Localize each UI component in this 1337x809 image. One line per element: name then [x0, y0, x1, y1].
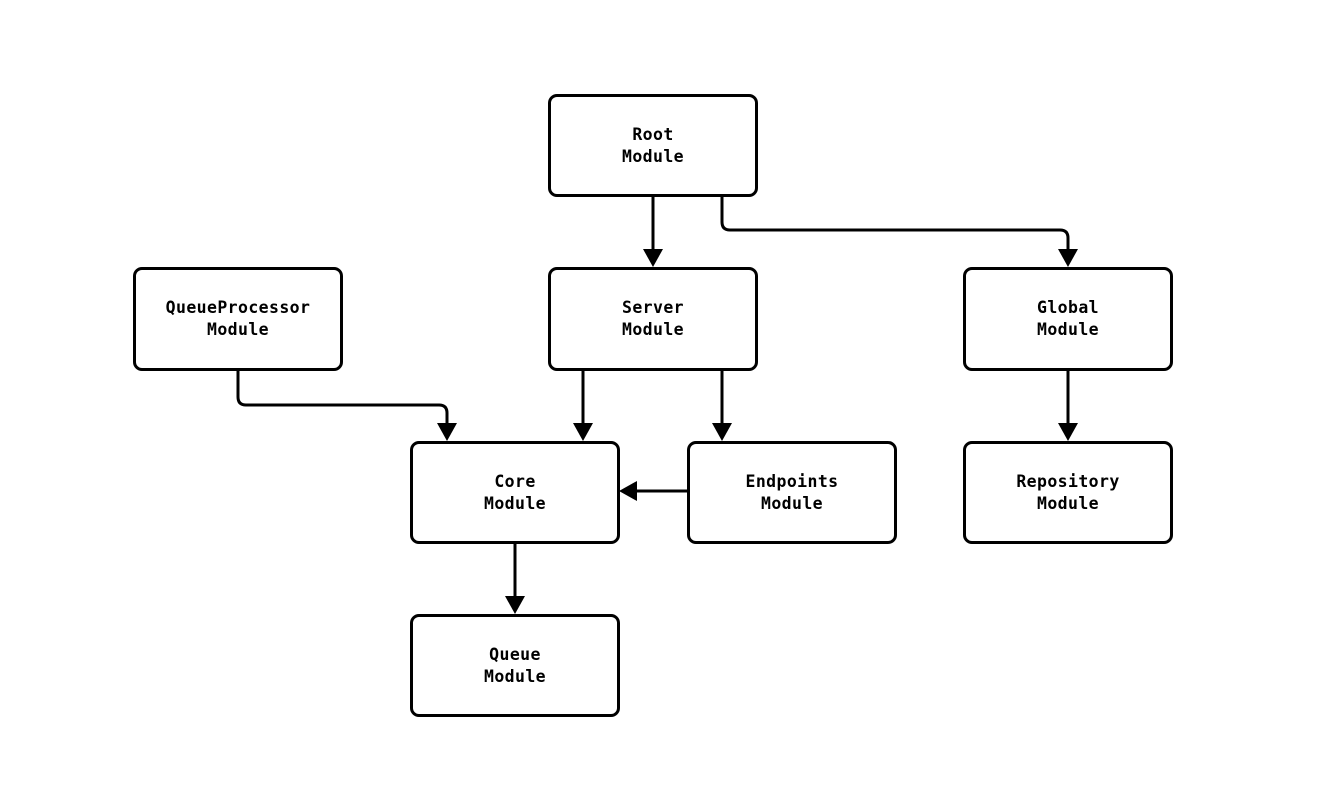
arrowhead-root-to-server	[643, 249, 663, 267]
node-label-queueprocessor: QueueProcessor Module	[165, 298, 311, 339]
node-label-server: Server Module	[621, 298, 684, 339]
node-global[interactable]: Global Module	[963, 267, 1173, 371]
arrowhead-global-to-repository	[1058, 423, 1078, 441]
node-repository[interactable]: Repository Module	[963, 441, 1173, 544]
arrowhead-core-to-queue	[505, 596, 525, 614]
arrowhead-queueprocessor-to-core	[437, 423, 457, 441]
node-queueprocessor[interactable]: QueueProcessor Module	[133, 267, 343, 371]
edge-queueprocessor-to-core	[236, 371, 449, 423]
arrowhead-endpoints-to-core	[619, 481, 637, 501]
arrowhead-server-to-core	[573, 423, 593, 441]
arrowhead-root-to-global	[1058, 249, 1078, 267]
node-label-root: Root Module	[621, 124, 684, 166]
node-label-repository: Repository Module	[1016, 471, 1120, 513]
arrowheads-group	[437, 249, 1078, 614]
node-server[interactable]: Server Module	[548, 267, 758, 371]
arrowhead-server-to-endpoints	[712, 423, 732, 441]
edge-root-to-global	[720, 197, 1070, 249]
node-root[interactable]: Root Module	[548, 94, 758, 197]
node-endpoints[interactable]: Endpoints Module	[687, 441, 897, 544]
node-label-global: Global Module	[1036, 298, 1099, 339]
node-label-core: Core Module	[483, 471, 546, 513]
node-label-queue: Queue Module	[483, 644, 546, 686]
node-label-endpoints: Endpoints Module	[745, 471, 839, 513]
node-core[interactable]: Core Module	[410, 441, 620, 544]
edges-group	[236, 197, 1070, 596]
node-queue[interactable]: Queue Module	[410, 614, 620, 717]
